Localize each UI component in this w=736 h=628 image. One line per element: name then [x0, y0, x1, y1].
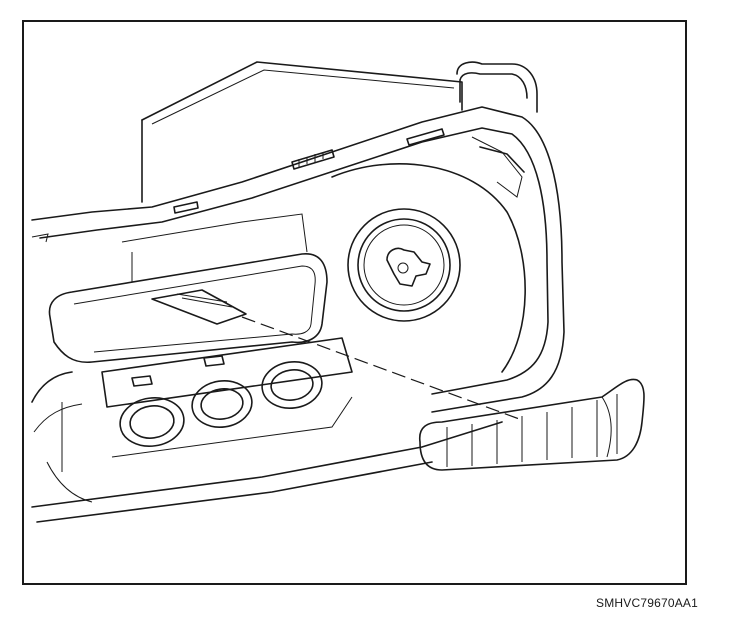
gauge-knob: [347, 208, 461, 322]
rear-housing: [141, 61, 463, 203]
display-window: [48, 213, 328, 364]
left-edge-detail: [31, 233, 93, 503]
illustration-frame: [22, 20, 687, 585]
cluster-bezel: [31, 106, 565, 523]
flex-connector: [151, 289, 247, 325]
instrument-panel-illustration: [31, 61, 645, 523]
leader-line: [241, 316, 523, 421]
switch-buttons: [101, 337, 353, 458]
figure-id-label: SMHVC79670AA1: [596, 596, 698, 610]
mounting-bracket: [456, 61, 538, 113]
gauge-pocket: [331, 136, 526, 373]
trim-strip: [418, 378, 645, 471]
